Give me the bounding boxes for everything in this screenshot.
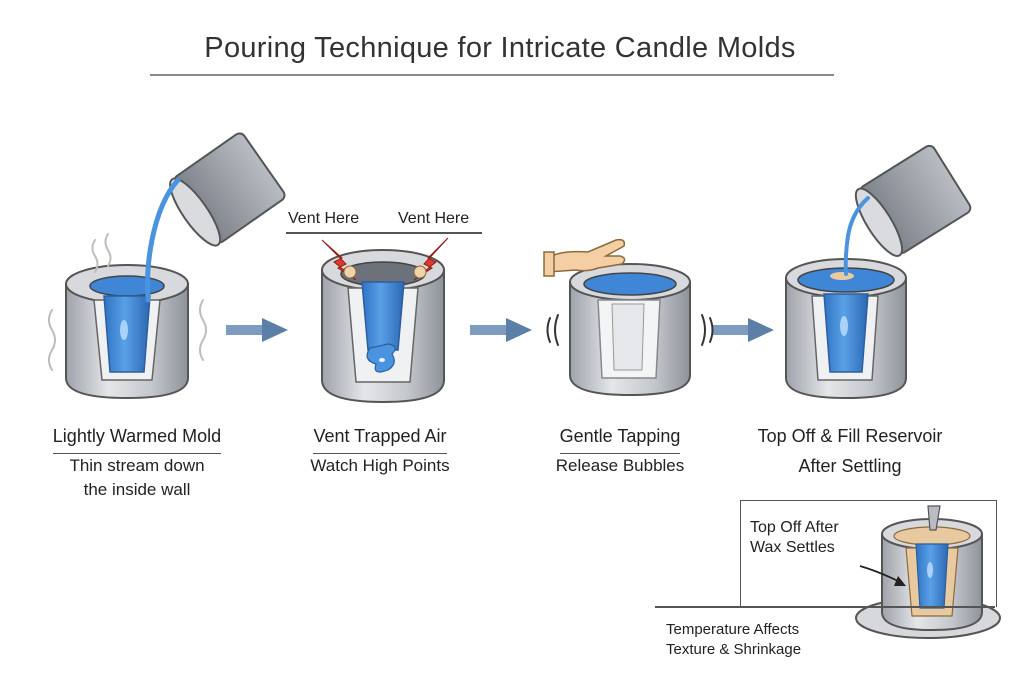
vent-marker-right — [413, 237, 449, 281]
step3-heading: Gentle Tapping — [530, 424, 710, 454]
flow-arrow-3 — [712, 318, 774, 342]
step1-pouring-pitcher — [169, 132, 286, 247]
inset-frame — [740, 500, 997, 607]
step1-line-2: the inside wall — [83, 480, 191, 499]
tapping-hand — [543, 238, 626, 277]
inset-callout-text: Top Off After Wax Settles — [750, 518, 839, 558]
flow-arrow-1 — [226, 318, 288, 342]
step1-heat-waves — [48, 233, 207, 371]
step3-description: Release Bubbles — [530, 454, 710, 478]
inset-note-line-2: Texture & Shrinkage — [666, 641, 802, 658]
step2-line-1: Watch High Points — [310, 456, 450, 475]
step1-line-1: Thin stream down — [69, 456, 205, 475]
page-title: Pouring Technique for Intricate Candle M… — [204, 32, 796, 64]
step3-line-1: Release Bubbles — [555, 456, 685, 475]
step4-description: After Settling — [730, 454, 970, 478]
step4-heading: Top Off & Fill Reservoir — [757, 426, 943, 446]
inset-baseline — [655, 606, 995, 608]
step4-mold — [785, 258, 907, 400]
vent-label-right: Vent Here — [398, 210, 470, 227]
step4-pouring-pitcher — [854, 144, 972, 257]
step1-wax-stream — [145, 177, 181, 303]
flow-arrow-2 — [470, 318, 532, 342]
tap-vibration-lines — [546, 314, 714, 346]
step2-mold — [321, 249, 445, 404]
title-underline — [150, 74, 834, 76]
vent-marker-left — [321, 239, 357, 281]
step1-description: Thin stream down the inside wall — [22, 454, 252, 502]
step3-mold — [569, 263, 691, 397]
step4-wax-stream — [843, 196, 870, 276]
inset-note-line-1: Temperature Affects — [666, 621, 800, 638]
inset-note: Temperature Affects Texture & Shrinkage — [666, 620, 801, 660]
vent-label-underline — [286, 232, 482, 234]
step2-heading: Vent Trapped Air — [280, 424, 480, 454]
inset-callout-arrow — [859, 565, 906, 586]
inset-callout-line-1: Top Off After — [750, 519, 839, 536]
step2-description: Watch High Points — [280, 454, 480, 478]
vent-label-left: Vent Here — [288, 210, 360, 227]
step1-mold — [65, 264, 189, 400]
inset-callout-line-2: Wax Settles — [750, 539, 835, 556]
step4-line-1: After Settling — [798, 456, 902, 476]
step1-heading: Lightly Warmed Mold — [22, 424, 252, 454]
